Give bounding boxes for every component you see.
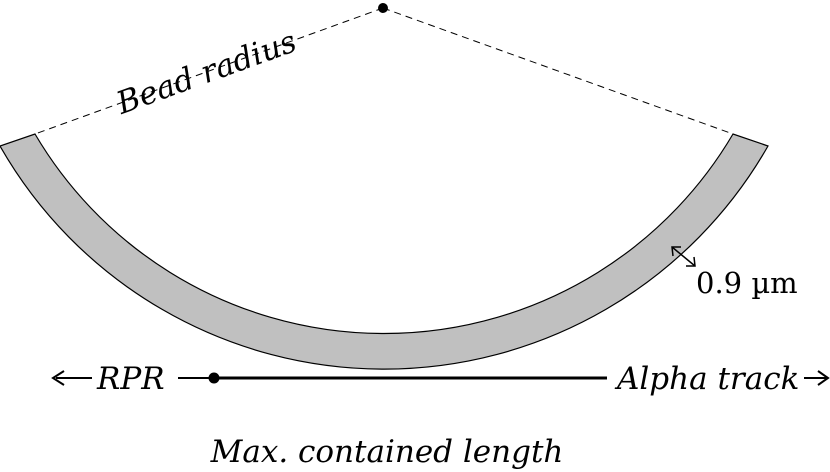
max-length-label: Max. contained length <box>210 434 564 470</box>
rpr-arrowhead <box>51 370 65 386</box>
bead-radius-line-left <box>34 7 384 135</box>
thickness-arrow <box>671 246 696 267</box>
thickness-label: 0.9 µm <box>696 266 798 300</box>
alpha-track-arrowhead <box>817 370 830 386</box>
bead-center-dot <box>378 3 388 13</box>
bead-radius-label: Bead radius <box>111 23 301 122</box>
bead-radius-line-right <box>382 7 734 135</box>
bead-shell-band <box>0 133 769 370</box>
rpr-label: RPR <box>96 361 165 397</box>
alpha-track-label: Alpha track <box>614 361 799 397</box>
